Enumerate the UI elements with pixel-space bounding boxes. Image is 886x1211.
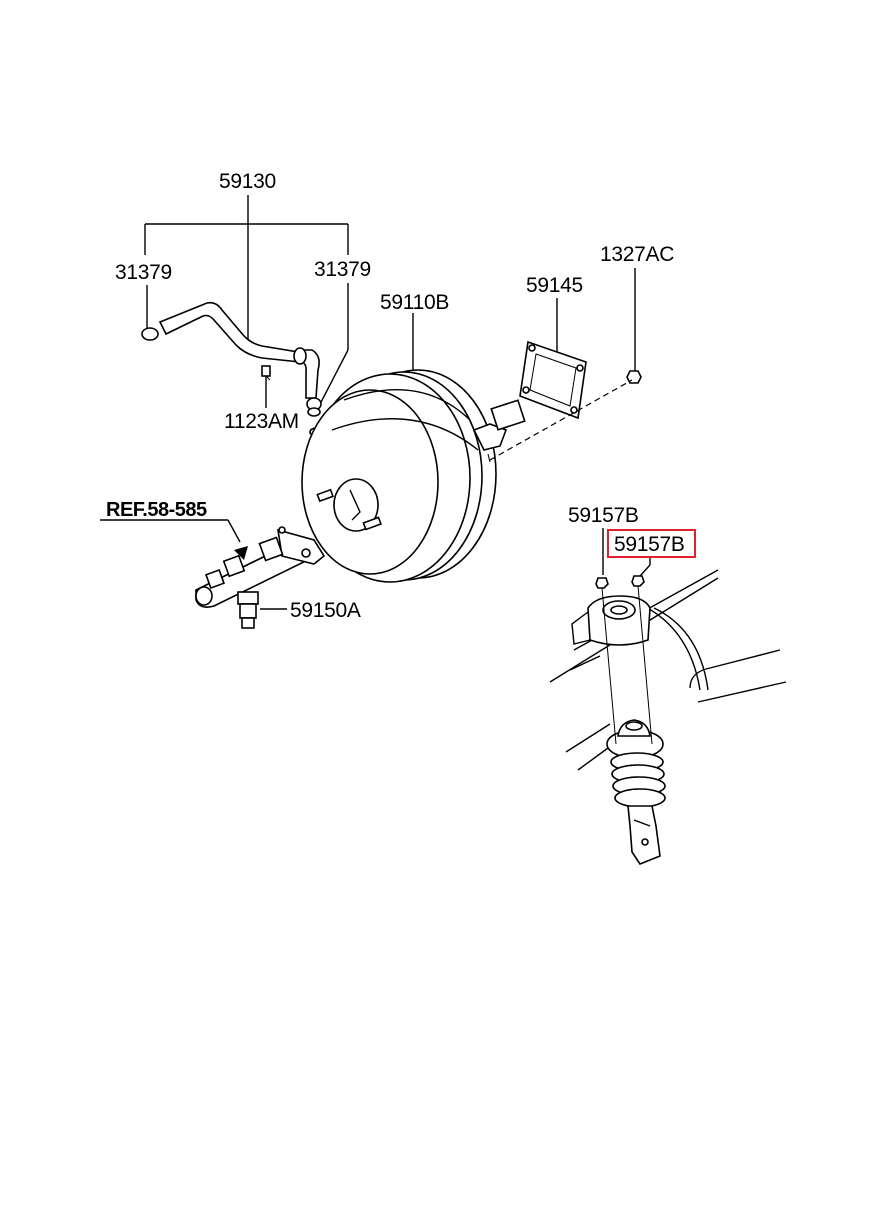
label-clamp-right-31379: 31379 <box>314 258 371 281</box>
brake-booster <box>301 369 526 583</box>
highlight-59157b[interactable]: 59157B <box>607 529 696 558</box>
strut-tower-assembly <box>549 569 787 865</box>
label-gasket-59145: 59145 <box>526 274 583 297</box>
switch-59150a <box>237 591 259 629</box>
label-booster-59110b: 59110B <box>380 291 450 314</box>
label-switch-59150a: 59150A <box>290 599 361 622</box>
label-clamp-left-31379: 31379 <box>115 261 172 284</box>
label-bolt-1123am: 1123AM <box>224 410 299 433</box>
label-reference-58-585[interactable]: REF.58-585 <box>106 499 207 521</box>
leader-lines <box>100 195 651 610</box>
ref-arrow <box>234 546 248 560</box>
nut-1327ac <box>626 370 642 384</box>
vacuum-hose <box>141 301 323 462</box>
master-cylinder <box>195 526 326 608</box>
gasket-59145 <box>519 340 587 420</box>
bolt-1123am <box>261 365 271 381</box>
label-bolt-59157b-highlighted: 59157B <box>614 533 685 556</box>
label-bolt-59157b-upper: 59157B <box>568 504 639 527</box>
label-nut-1327ac: 1327AC <box>600 243 675 266</box>
label-hose-59130: 59130 <box>219 170 276 193</box>
